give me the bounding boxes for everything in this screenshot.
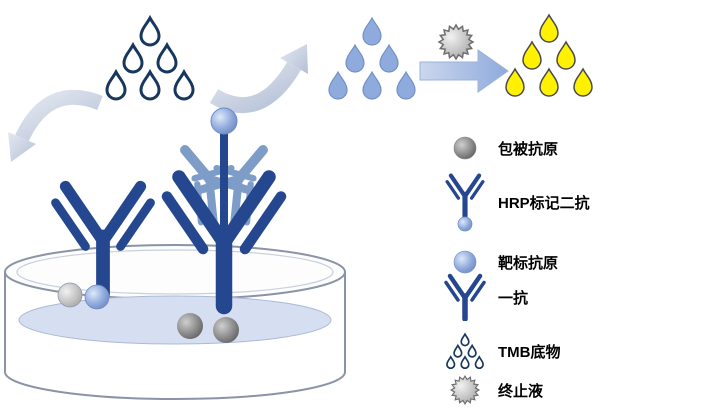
well-rim (4, 244, 346, 300)
legend-label-coated-antigen: 包被抗原 (498, 140, 559, 158)
legend-item-hrp-secondary: HRP标记二抗 (442, 171, 590, 233)
coated-antigen-sphere-1 (177, 313, 203, 339)
converted-substrate-droplets (329, 18, 415, 99)
coated-antigen-sphere-2 (213, 317, 239, 343)
add-substrate-curved-arrow (209, 44, 308, 113)
legend-item-tmb-substrate: TMB底物 (442, 332, 561, 370)
stop-reaction-arrow (419, 49, 509, 93)
legend-label-primary-antibody: 一抗 (498, 289, 529, 307)
legend-label-tmb-substrate: TMB底物 (498, 343, 561, 361)
tmb-substrate-droplets-icon (445, 332, 485, 370)
center-immune-complex (159, 107, 289, 343)
legend-label-target-antigen: 靶标抗原 (498, 254, 559, 272)
antigen-sphere-blue-left (84, 284, 110, 310)
antigen-sphere-gray-left (57, 282, 83, 308)
stop-solution-burst (438, 24, 474, 60)
coated-antigen-sphere-icon (453, 136, 477, 160)
target-antigen-sphere-icon (453, 250, 477, 274)
legend-item-target-antigen: 靶标抗原 (442, 249, 558, 275)
hrp-secondary-antibody-icon (443, 171, 487, 232)
wash-curved-arrow (8, 89, 103, 162)
primary-antibody-icon (443, 273, 487, 321)
legend-item-primary-antibody: 一抗 (442, 273, 528, 321)
legend-item-stop-solution: 终止液 (442, 373, 543, 407)
legend-label-stop-solution: 终止液 (498, 382, 544, 400)
target-antigen-sphere (210, 107, 238, 135)
microplate-well (4, 244, 346, 400)
legend-item-coated-antigen: 包被抗原 (442, 135, 558, 161)
legend-label-hrp-secondary: HRP标记二抗 (498, 194, 590, 212)
stopped-product-droplets (506, 15, 592, 96)
stop-solution-burst-icon (450, 375, 480, 405)
well-rim-inner (16, 249, 334, 295)
tmb-substrate-droplets (107, 18, 193, 99)
